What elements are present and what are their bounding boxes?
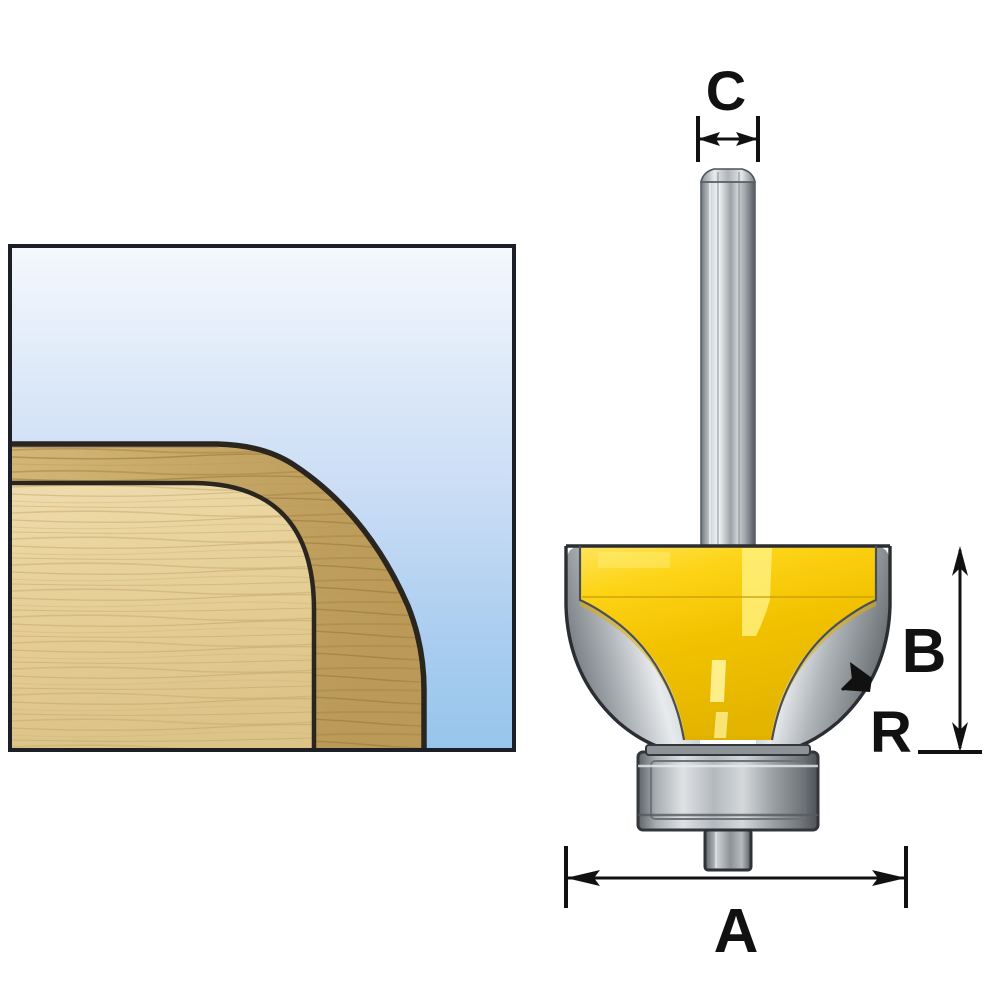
- dimension-B-arrowhead-bottom: [952, 722, 968, 752]
- dimension-C-label: C: [706, 59, 746, 122]
- dimension-A: A: [564, 846, 908, 966]
- bit-body-highlight-4: [598, 552, 670, 568]
- dimension-B-arrowhead-top: [952, 546, 968, 576]
- dimension-B: B: [902, 546, 982, 754]
- dimension-R: R: [840, 662, 912, 765]
- wood-outlines: [12, 441, 427, 748]
- bit-cutter-head: [564, 544, 892, 755]
- bit-body-highlight-3: [714, 712, 728, 738]
- wood-top-face: [12, 483, 314, 748]
- dimension-B-label: B: [902, 617, 947, 686]
- wood-sample-panel: [8, 244, 516, 752]
- wood-sample-illustration: [12, 248, 512, 748]
- dimension-A-arrowhead-right: [872, 870, 906, 886]
- bit-body-highlight-2: [710, 660, 726, 702]
- bit-body-yellow: [580, 546, 876, 740]
- bearing-screw: [703, 828, 753, 872]
- bit-body-highlight-1: [742, 548, 772, 636]
- dimension-C-arrowhead-right: [736, 132, 758, 146]
- dimension-C: C: [696, 59, 760, 162]
- bit-ball-bearing: [636, 744, 820, 872]
- dimension-A-arrowhead-left: [566, 870, 600, 886]
- bit-shank: [700, 168, 756, 553]
- dimension-C-arrowhead-left: [698, 132, 720, 146]
- dimension-R-label: R: [870, 700, 912, 765]
- dimension-A-label: A: [714, 897, 759, 966]
- dimension-R-leader: [840, 674, 858, 692]
- router-bit-illustration: C: [564, 59, 982, 966]
